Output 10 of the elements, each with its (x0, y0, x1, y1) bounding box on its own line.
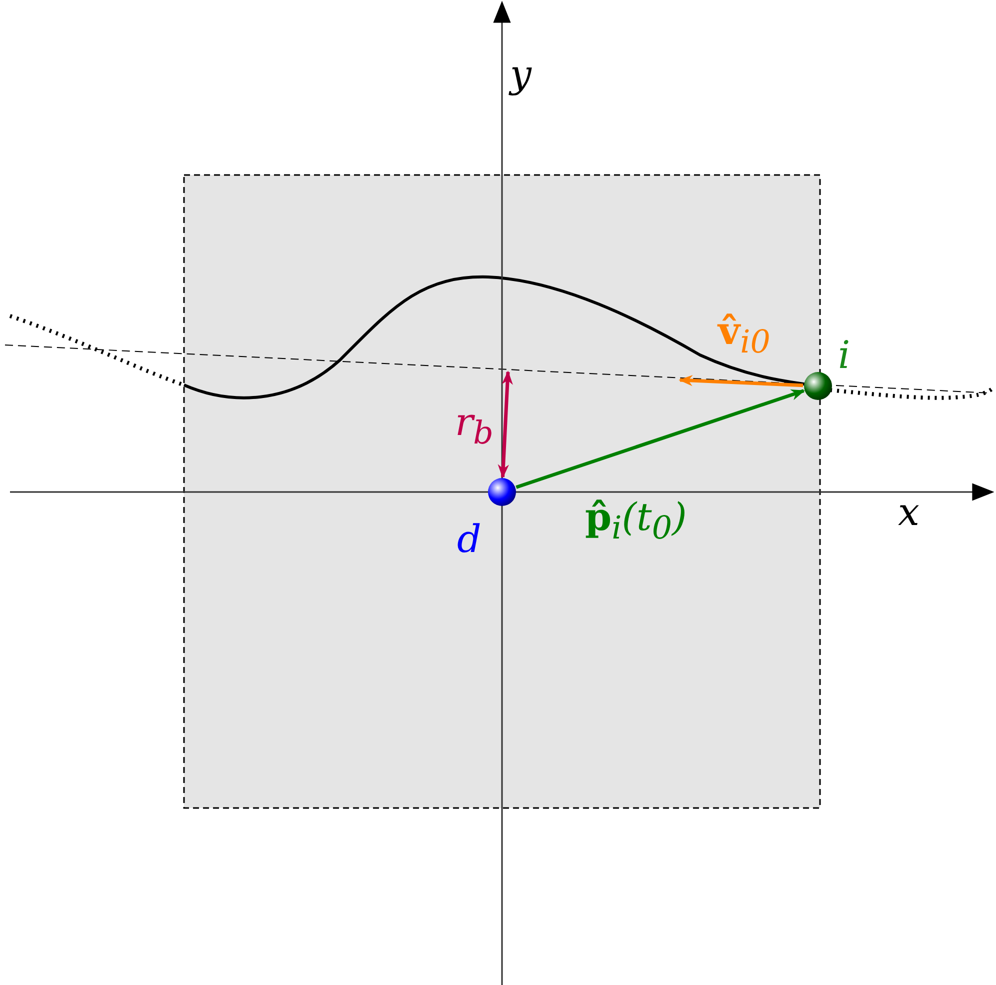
double-arrow (498, 370, 513, 478)
edge-label: v̂$_{i0}$ (718, 312, 770, 360)
point-label: i (838, 336, 850, 374)
axis-label: y (510, 55, 532, 93)
edge-label: r$_{b}$ (455, 403, 494, 450)
point-label: d (457, 520, 482, 558)
arrow (678, 374, 804, 388)
edge-label: p̂$_{i}$(t$_{0}$) (585, 498, 687, 546)
axis-label: x (898, 493, 920, 531)
arrow (516, 389, 806, 489)
